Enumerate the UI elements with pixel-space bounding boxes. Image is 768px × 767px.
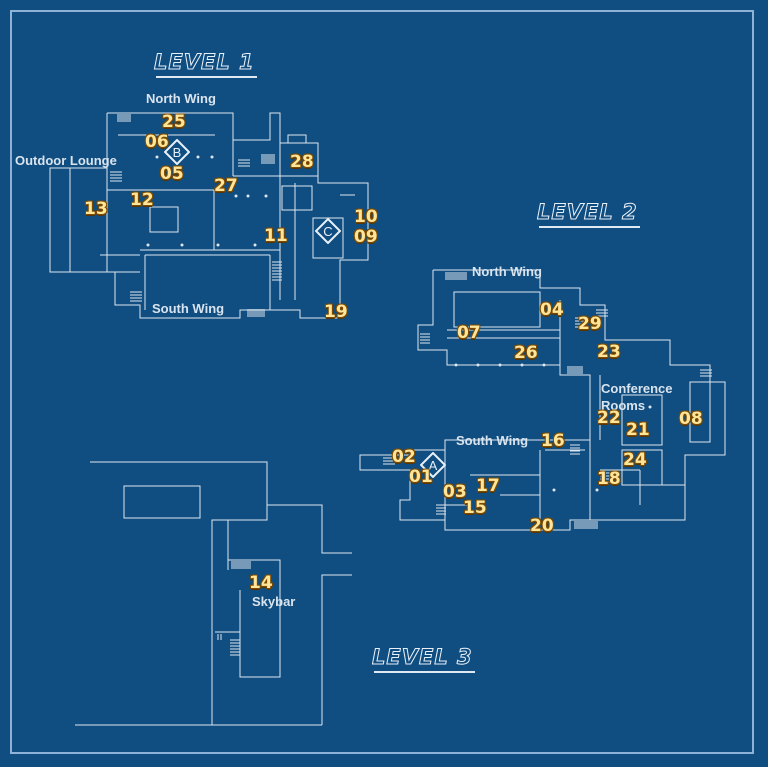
room-06[interactable]: 06 xyxy=(145,132,169,152)
room-16[interactable]: 16 xyxy=(541,431,565,451)
area-south-wing-level-2: South Wing xyxy=(456,433,529,448)
marker-b[interactable]: B xyxy=(164,139,190,165)
room-14[interactable]: 14 xyxy=(249,573,273,593)
level-2-plan xyxy=(359,269,726,531)
area-skybar: Skybar xyxy=(252,594,296,609)
map-dots xyxy=(146,155,652,492)
marker-a[interactable]: A xyxy=(420,452,446,478)
marker-b-label: B xyxy=(173,145,182,160)
room-15[interactable]: 15 xyxy=(463,498,487,518)
map-frame xyxy=(10,10,754,754)
room-26[interactable]: 26 xyxy=(514,343,538,363)
room-09[interactable]: 09 xyxy=(354,227,378,247)
marker-c[interactable]: C xyxy=(315,218,341,244)
room-12[interactable]: 12 xyxy=(130,190,154,210)
area-north-wing-level-2: North Wing xyxy=(472,264,542,279)
room-27[interactable]: 27 xyxy=(214,176,238,196)
area-conference-rooms: Conference Rooms xyxy=(601,381,673,413)
level-3-plan xyxy=(75,461,352,726)
room-22[interactable]: 22 xyxy=(597,408,621,428)
level-1-stairs xyxy=(110,114,282,317)
room-10[interactable]: 10 xyxy=(354,207,378,227)
room-04[interactable]: 04 xyxy=(540,300,564,320)
room-03[interactable]: 03 xyxy=(443,482,467,502)
room-17[interactable]: 17 xyxy=(476,476,500,496)
room-08[interactable]: 08 xyxy=(679,409,703,429)
room-02[interactable]: 02 xyxy=(392,447,416,467)
room-18[interactable]: 18 xyxy=(597,469,621,489)
level-2-stairs xyxy=(383,272,712,529)
room-24[interactable]: 24 xyxy=(623,450,647,470)
room-21[interactable]: 21 xyxy=(626,420,650,440)
area-north-wing-level-1: North Wing xyxy=(146,91,216,106)
room-07[interactable]: 07 xyxy=(457,323,481,343)
room-11[interactable]: 11 xyxy=(264,226,288,246)
marker-c-label: C xyxy=(323,224,332,239)
area-south-wing-level-1: South Wing xyxy=(152,301,225,316)
level-1-title: LEVEL 1 xyxy=(154,50,257,78)
level-3-title: LEVEL 3 xyxy=(372,645,475,673)
room-05[interactable]: 05 xyxy=(160,164,184,184)
room-23[interactable]: 23 xyxy=(597,342,621,362)
room-01[interactable]: 01 xyxy=(409,467,433,487)
marker-a-label: A xyxy=(429,458,438,473)
room-29[interactable]: 29 xyxy=(578,314,602,334)
room-20[interactable]: 20 xyxy=(530,516,554,536)
level-2-title: LEVEL 2 xyxy=(537,200,640,228)
room-25[interactable]: 25 xyxy=(162,112,186,132)
room-19[interactable]: 19 xyxy=(324,302,348,322)
area-outdoor-lounge: Outdoor Lounge xyxy=(15,153,117,168)
room-13[interactable]: 13 xyxy=(84,199,108,219)
room-28[interactable]: 28 xyxy=(290,152,314,172)
